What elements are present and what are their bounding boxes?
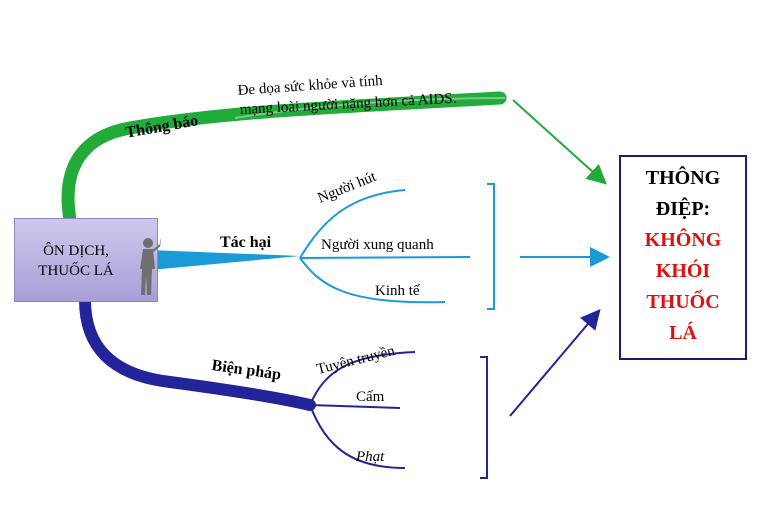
smoker-silhouette-icon	[140, 238, 161, 295]
central-topic: ÔN DỊCH, THUỐC LÁ	[14, 218, 161, 302]
tac-hai-sub-bot	[299, 257, 446, 304]
branch-tac-hai	[150, 250, 300, 270]
tac-hai-item-2: Người xung quanh	[321, 237, 434, 253]
central-topic-text: ÔN DỊCH, THUỐC LÁ	[21, 241, 131, 281]
message-line-5: THUỐC	[646, 291, 720, 313]
central-line-1: ÔN DỊCH,	[43, 243, 109, 259]
tac-hai-item-1: Người hút	[316, 169, 380, 207]
bien-phap-item-3: Phạt	[355, 449, 385, 465]
message-line-1: THÔNG	[645, 167, 721, 189]
message-line-6: LÁ	[669, 322, 697, 344]
branch-bien-phap	[79, 294, 316, 411]
bracket-bien-phap	[480, 356, 488, 479]
message-line-4: KHÓI	[655, 260, 711, 282]
bracket-tac-hai	[487, 183, 495, 310]
label-tac-hai: Tác hại	[220, 234, 272, 251]
tac-hai-sub-mid	[299, 256, 471, 259]
central-line-2: THUỐC LÁ	[38, 263, 114, 279]
arrow-thong-bao	[512, 99, 607, 185]
bien-phap-sub-mid	[309, 404, 401, 409]
arrow-bien-phap	[509, 308, 601, 417]
bien-phap-sub-bot	[309, 404, 406, 469]
label-bien-phap: Biện pháp	[211, 357, 283, 384]
branch-thong-bao	[61, 91, 507, 227]
bien-phap-item-1: Tuyên truyền	[315, 343, 397, 378]
bien-phap-sub-top	[309, 351, 416, 406]
tac-hai-item-3: Kinh tế	[375, 283, 420, 299]
tac-hai-sub-top	[299, 189, 406, 259]
message-box: THÔNG ĐIỆP: KHÔNG KHÓI THUỐC LÁ	[619, 155, 747, 360]
message-line-2: ĐIỆP:	[655, 198, 711, 220]
message-line-3: KHÔNG	[644, 229, 722, 251]
branch-thong-bao-tail	[234, 97, 506, 119]
bien-phap-item-2: Cấm	[356, 389, 385, 405]
